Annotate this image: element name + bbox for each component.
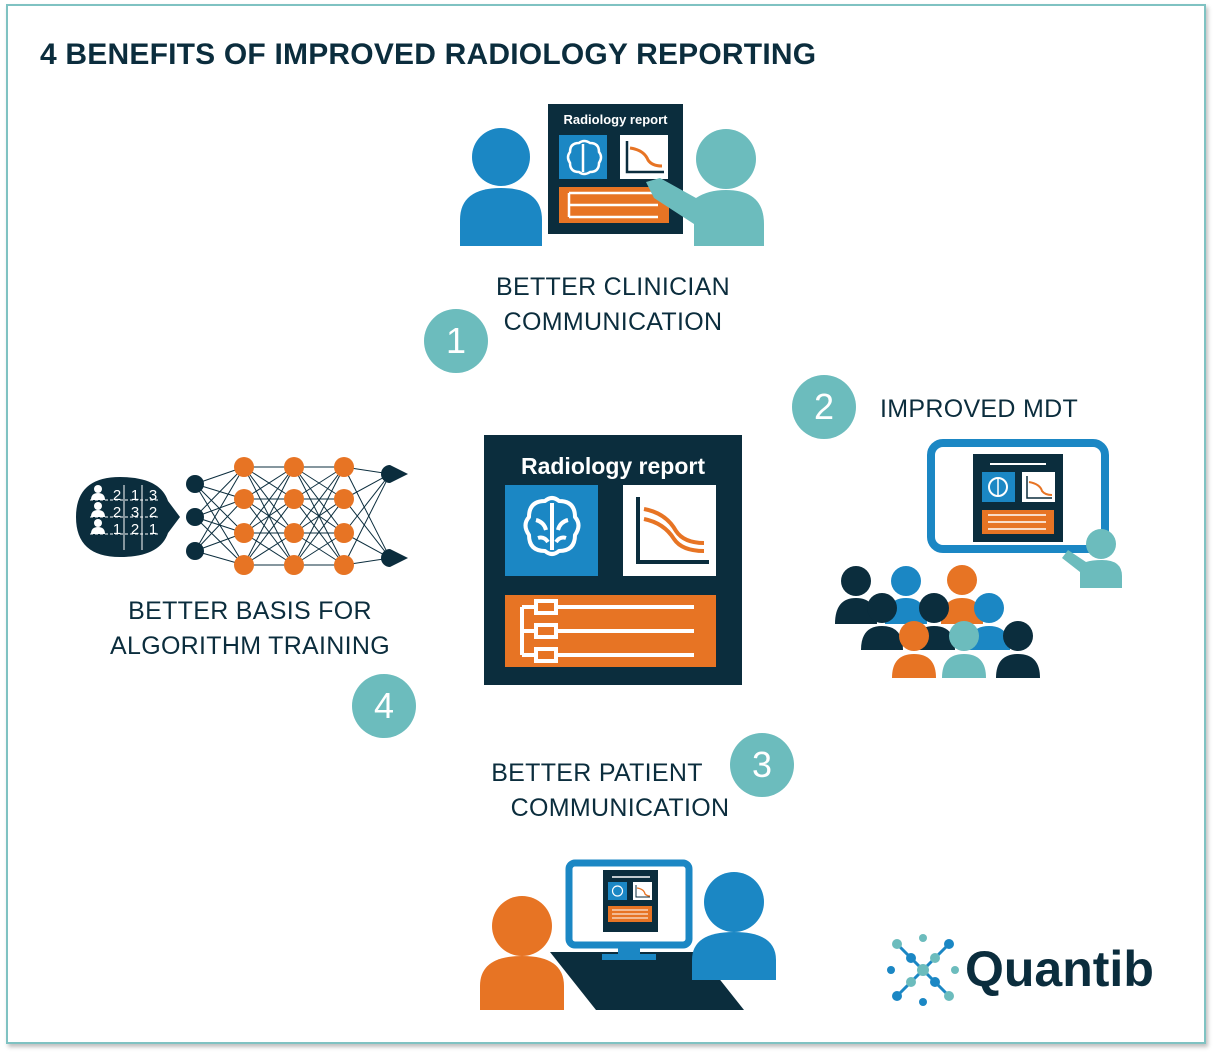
nn-connection <box>194 498 245 552</box>
benefit-4-line1: BETTER BASIS FOR <box>128 597 372 625</box>
nn-connection <box>194 466 245 552</box>
cell: 1 <box>130 487 140 504</box>
nn-connection <box>243 498 295 566</box>
patient-communication-illustration <box>480 859 776 1010</box>
clinician-report-title: Radiology report <box>563 112 668 127</box>
nn-connection <box>293 466 345 566</box>
page-title: 4 BENEFITS OF IMPROVED RADIOLOGY REPORTI… <box>40 38 817 71</box>
cell: 2 <box>112 487 122 504</box>
benefit-4-label: BETTER BASIS FOR ALGORITHM TRAINING <box>100 594 400 664</box>
nn-connection <box>243 466 295 566</box>
cell: 1 <box>148 521 158 538</box>
cell: 2 <box>148 504 158 521</box>
nn-connection <box>343 473 391 566</box>
nn-connection <box>293 498 345 566</box>
cell: 3 <box>148 487 158 504</box>
benefit-3-number: 3 <box>730 733 794 797</box>
cell: 2 <box>130 521 140 538</box>
benefit-4-number: 4 <box>352 674 416 738</box>
quantib-logo-icon <box>887 934 959 1006</box>
benefit-2-label: IMPROVED MDT <box>880 392 1078 427</box>
nn-connection <box>194 466 245 518</box>
cell: 3 <box>130 504 140 521</box>
benefit-1-line2: COMMUNICATION <box>503 308 723 336</box>
nn-connection <box>343 498 391 559</box>
central-radiology-report <box>484 435 742 685</box>
neural-network-illustration <box>76 457 408 575</box>
benefit-1-number: 1 <box>424 309 488 373</box>
cell: 1 <box>112 521 122 538</box>
cell: 2 <box>112 504 122 521</box>
nn-connection <box>343 466 391 559</box>
benefit-3-line2: COMMUNICATION <box>510 794 730 822</box>
benefit-3-label: BETTER PATIENT COMMUNICATION <box>470 756 770 826</box>
nn-connection <box>243 466 295 534</box>
mdt-meeting-illustration <box>835 439 1122 678</box>
quantib-logo-text: Quantib <box>965 941 1154 997</box>
nn-connection <box>293 466 345 534</box>
clinician-communication-illustration <box>460 104 764 246</box>
benefit-2-line1: IMPROVED MDT <box>880 395 1079 423</box>
benefit-1-line1: BETTER CLINICIAN <box>496 273 730 301</box>
benefit-1-label: BETTER CLINICIAN COMMUNICATION <box>463 270 763 340</box>
nn-connection <box>194 516 245 566</box>
central-report-title: Radiology report <box>520 453 705 479</box>
benefit-2-number: 2 <box>792 375 856 439</box>
benefit-3-line1: BETTER PATIENT <box>491 759 703 787</box>
benefit-4-line2: ALGORITHM TRAINING <box>110 632 390 660</box>
nn-connection <box>343 473 391 534</box>
